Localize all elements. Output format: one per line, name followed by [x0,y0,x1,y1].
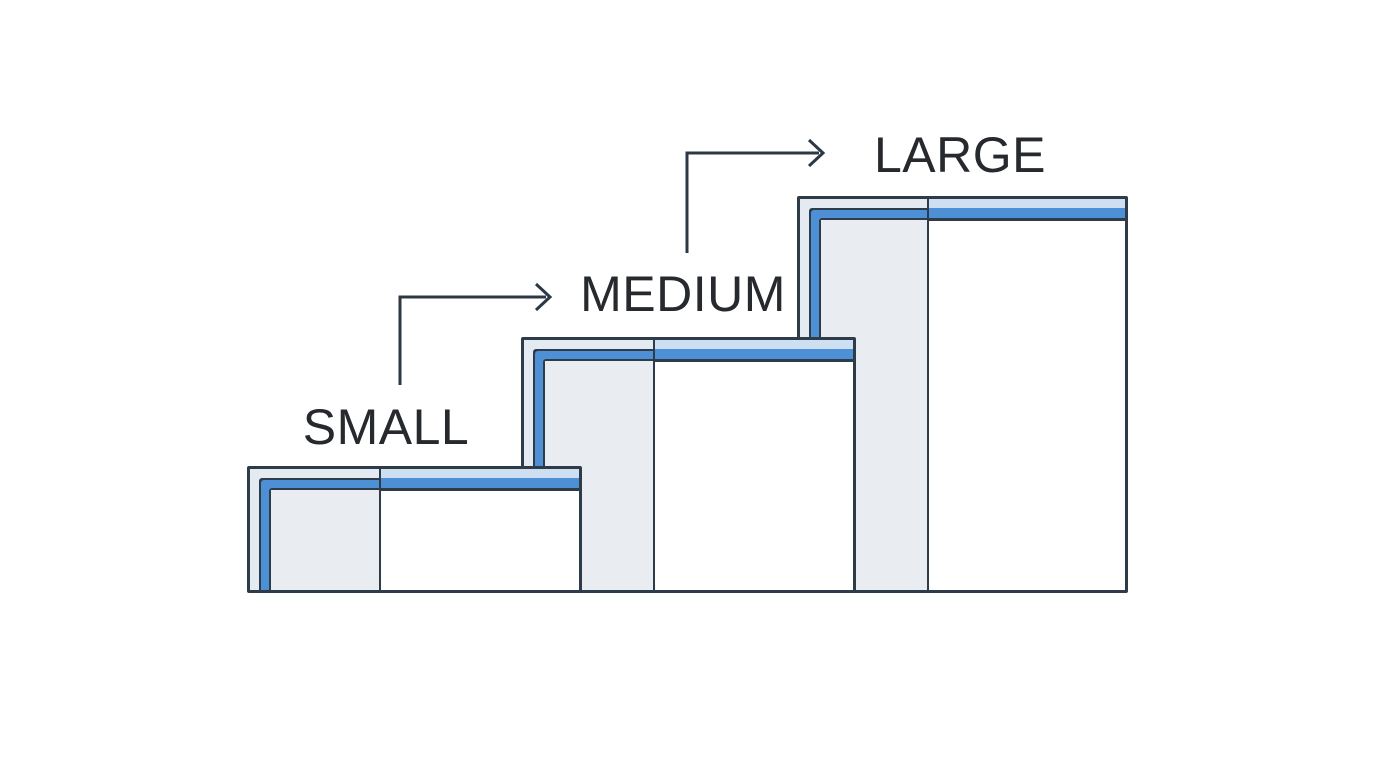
arrow-line [685,151,819,253]
step-medium-white-zone [653,340,853,590]
step-small-grey-zone [250,469,380,590]
label-large: LARGE [873,127,1047,183]
step-large-white-zone [928,199,1125,590]
step-large-top-strip [928,208,1125,218]
label-small: SMALL [302,399,470,455]
step-large-divider [927,199,930,590]
step-small-divider [378,469,381,590]
step-medium-divider [652,340,655,590]
arrowhead-icon [807,138,826,168]
label-medium: MEDIUM [580,266,786,322]
step-medium-top-strip [653,349,853,359]
arrow-small-to-medium [398,282,553,385]
arrow-line [398,295,546,385]
arrowhead-icon [534,282,553,312]
step-small-top-strip [379,478,579,488]
step-box-small [247,466,582,593]
arrow-medium-to-large [685,138,826,253]
step-small-white-zone [379,469,579,590]
